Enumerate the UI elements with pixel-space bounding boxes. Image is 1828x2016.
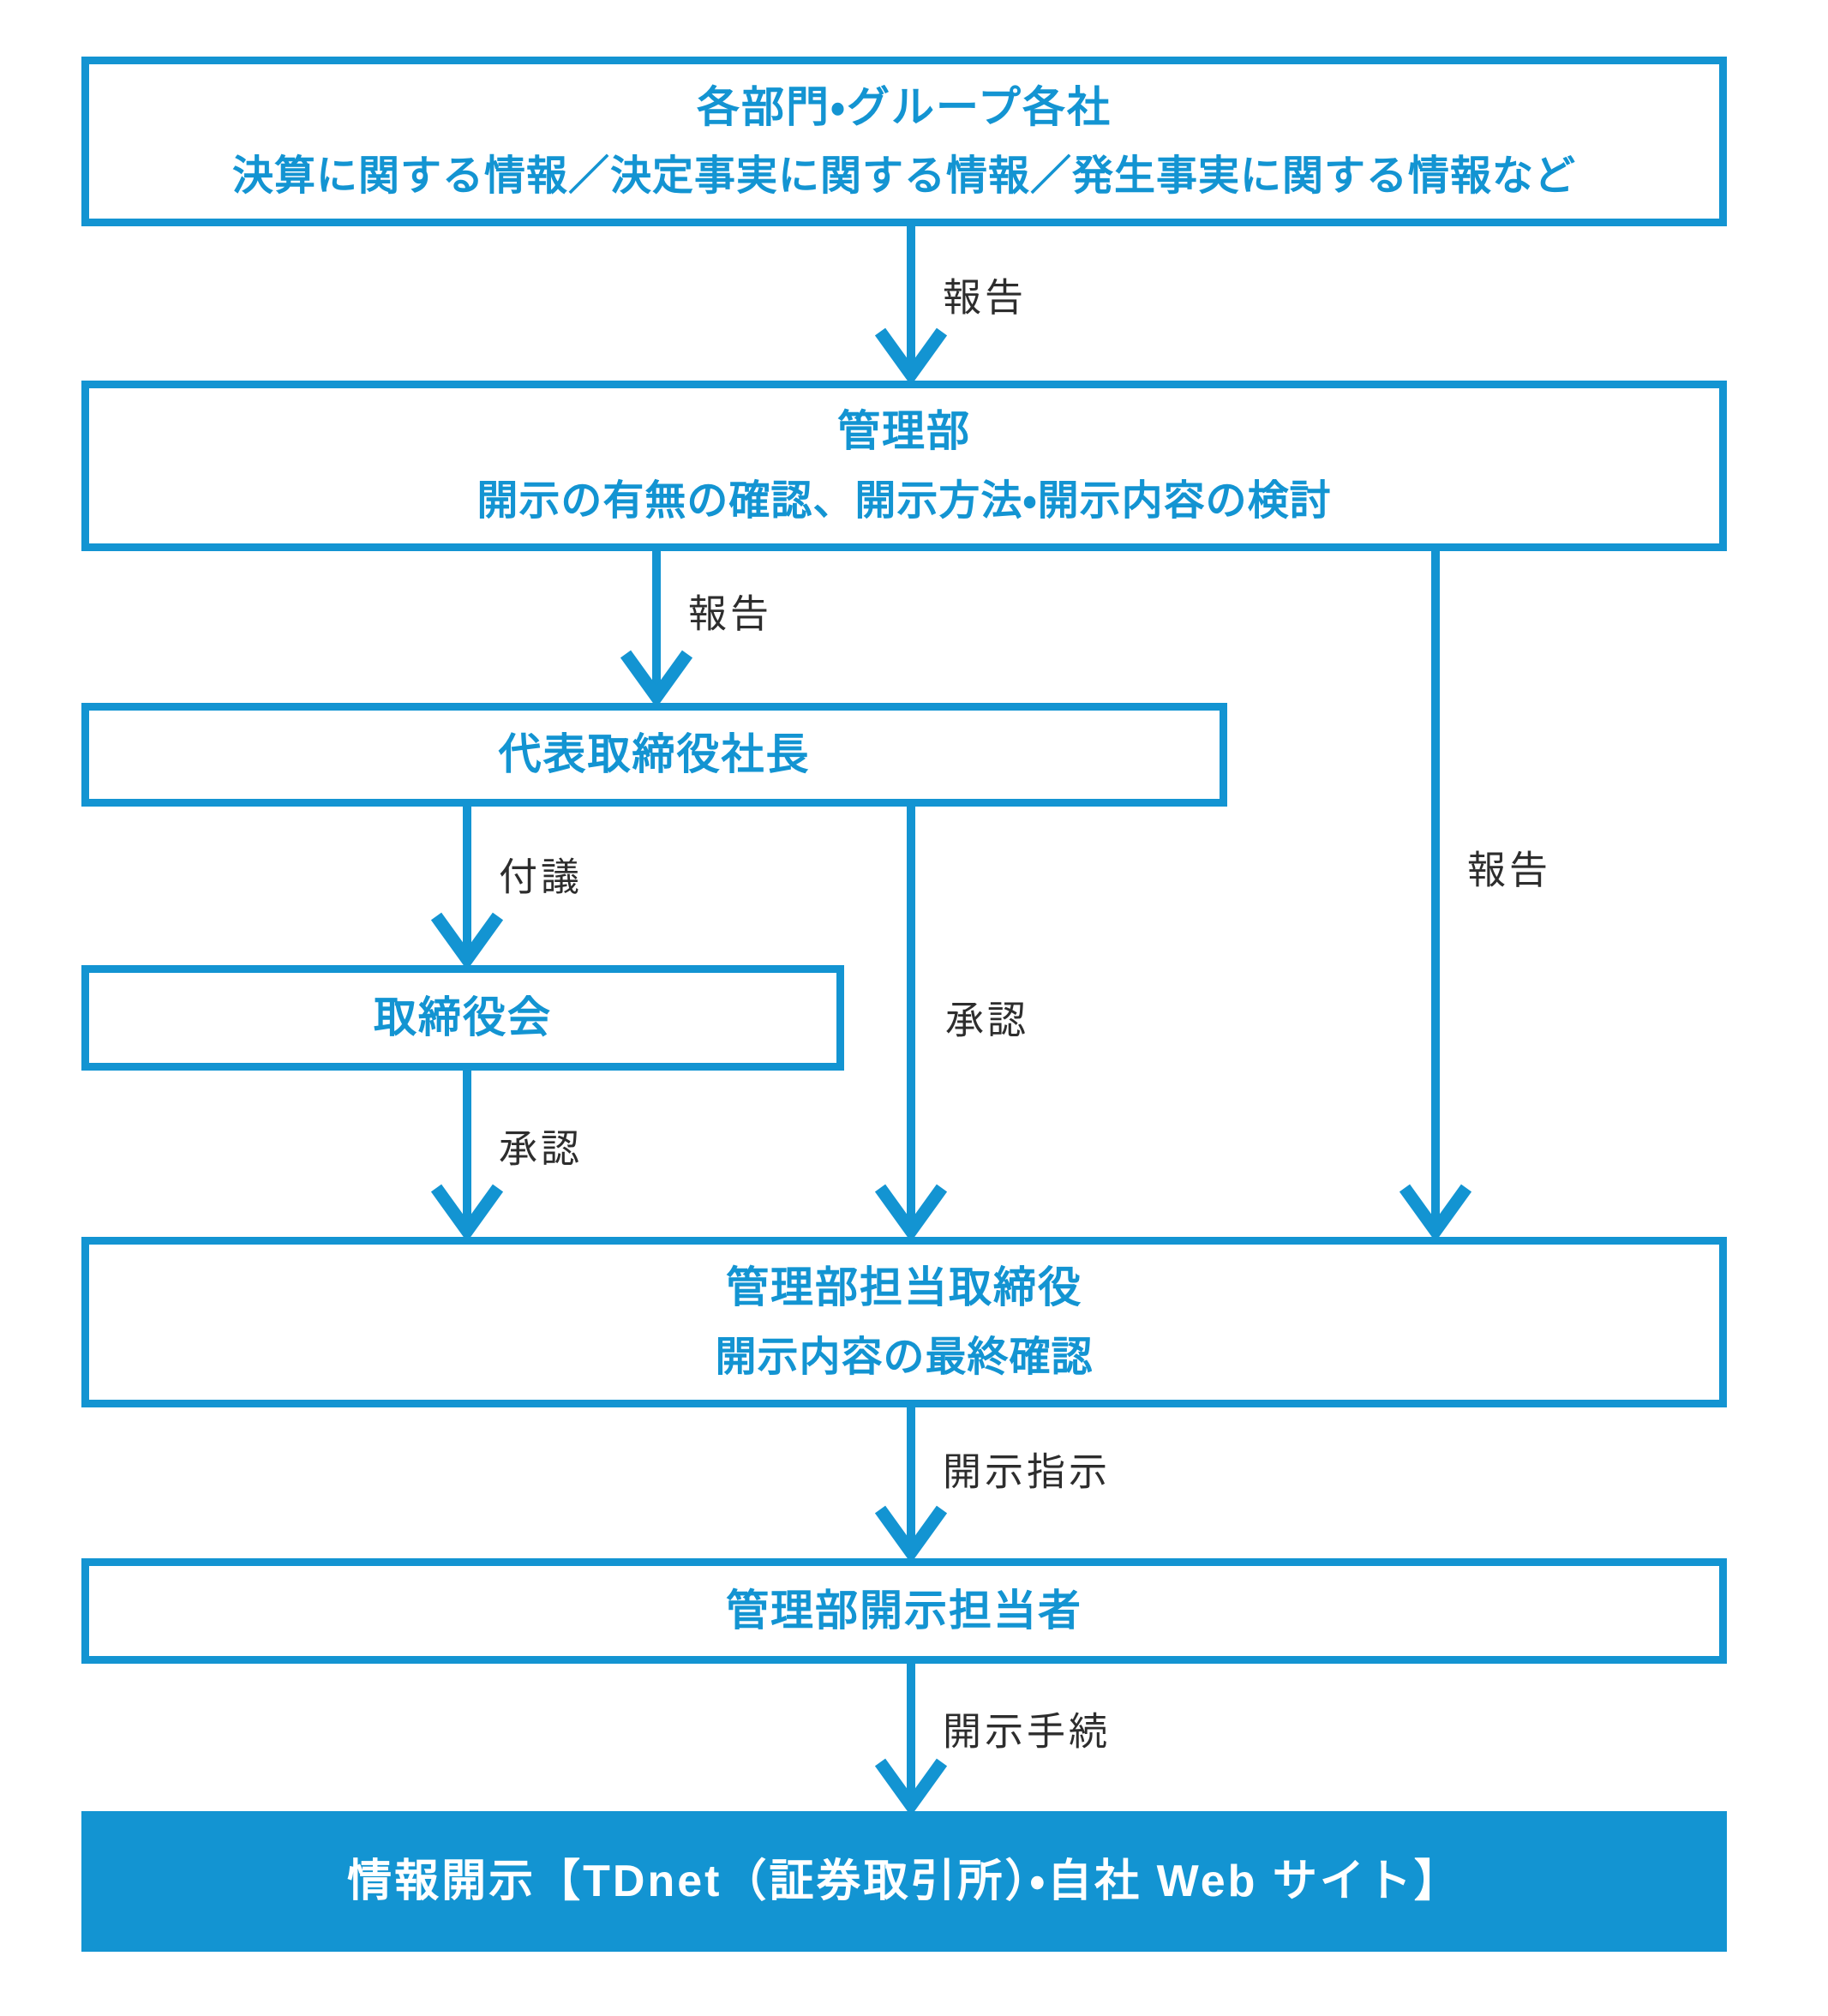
arrow-approval-president: [874, 807, 948, 1242]
arrow-label-report-1: 報告: [943, 275, 1028, 320]
arrow-disclosure-instruction: [874, 1407, 948, 1563]
arrow-label-approval-board: 承認: [499, 1126, 584, 1171]
box-departments-title: 各部門・グループ各社: [697, 82, 1112, 131]
box-president-title: 代表取締役社長: [498, 730, 811, 779]
arrow-approval-board: [430, 1071, 504, 1242]
box-disclosure-staff-title: 管理部開示担当者: [726, 1587, 1082, 1635]
arrow-disclosure-procedure: [874, 1664, 948, 1816]
arrow-label-report-3: 報告: [1467, 848, 1552, 892]
box-board-title: 取締役会: [374, 993, 552, 1042]
box-disclosure-staff: 管理部開示担当者: [81, 1558, 1727, 1664]
box-president: 代表取締役社長: [81, 703, 1227, 807]
box-board: 取締役会: [81, 965, 844, 1071]
arrow-label-referral: 付議: [499, 855, 584, 899]
box-admin-director: 管理部担当取締役 開示内容の最終確認: [81, 1237, 1727, 1407]
arrow-report-3: [1399, 551, 1472, 1242]
arrow-label-disclosure-procedure: 開示手続: [943, 1709, 1112, 1754]
box-departments-subtitle: 決算に関する情報／決定事実に関する情報／発生事実に関する情報など: [231, 153, 1576, 200]
arrow-referral: [430, 807, 504, 970]
box-admin-dept-subtitle: 開示の有無の確認、開示方法・開示内容の検討: [476, 477, 1332, 524]
box-information-disclosure: 情報開示【TDnet（証券取引所）・自社 Web サイト】: [81, 1811, 1727, 1952]
arrow-label-disclosure-instruction: 開示指示: [943, 1449, 1112, 1494]
arrow-label-report-2: 報告: [688, 591, 773, 636]
arrow-label-approval-president: 承認: [945, 998, 1030, 1042]
arrow-report-2: [620, 551, 693, 708]
box-admin-director-title: 管理部担当取締役: [726, 1263, 1082, 1312]
box-information-disclosure-title: 情報開示【TDnet（証券取引所）・自社 Web サイト】: [347, 1856, 1461, 1906]
box-admin-dept-title: 管理部: [837, 407, 971, 456]
arrow-report-1: [874, 226, 948, 386]
box-admin-dept: 管理部 開示の有無の確認、開示方法・開示内容の検討: [81, 381, 1727, 551]
box-departments: 各部門・グループ各社 決算に関する情報／決定事実に関する情報／発生事実に関する情…: [81, 57, 1727, 226]
box-admin-director-subtitle: 開示内容の最終確認: [715, 1334, 1094, 1380]
